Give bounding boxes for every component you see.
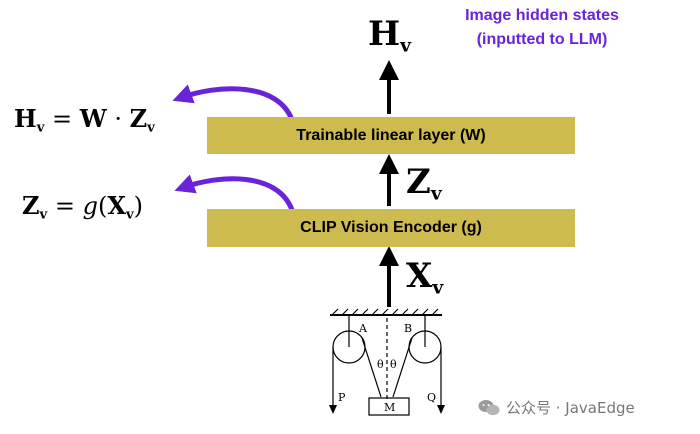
pulley-label-b: B: [404, 322, 412, 335]
pulley-input-image: [330, 308, 442, 416]
arrow-p: [329, 405, 337, 414]
pulley-label-q: Q: [427, 391, 436, 404]
pulley-label-m: M: [384, 401, 395, 414]
curved-arrow-linear: [172, 84, 295, 122]
pulley-label-theta2: θ: [390, 358, 397, 371]
linear-projection-equation: Hv = W · Zv: [14, 104, 155, 136]
image-input-variable: Xv: [406, 256, 444, 299]
arrow-q: [437, 405, 445, 414]
encoder-equation: Zv = g(Xv): [22, 191, 143, 223]
curved-arrow-encoder: [174, 174, 295, 212]
hidden-states-label: Image hidden states (inputted to LLM): [432, 4, 652, 52]
wechat-icon: [478, 399, 500, 415]
encoder-output-variable: Zv: [406, 162, 442, 205]
linear-layer-label: Trainable linear layer (W): [296, 126, 486, 144]
trainable-linear-layer: Trainable linear layer (W): [207, 117, 575, 154]
encoder-layer-label: CLIP Vision Encoder (g): [300, 219, 482, 236]
pulley-label-theta1: θ: [377, 358, 384, 371]
pulley-label-p: P: [338, 391, 346, 404]
pulley-label-a: A: [358, 322, 368, 335]
hidden-states-line1: Image hidden states: [465, 7, 619, 24]
watermark: 公众号 · JavaEdge: [478, 397, 635, 418]
hidden-states-variable: Hv: [368, 14, 411, 57]
watermark-text: 公众号 · JavaEdge: [506, 399, 635, 417]
clip-vision-encoder: CLIP Vision Encoder (g): [207, 209, 575, 247]
hidden-states-line2: (inputted to LLM): [476, 31, 608, 48]
